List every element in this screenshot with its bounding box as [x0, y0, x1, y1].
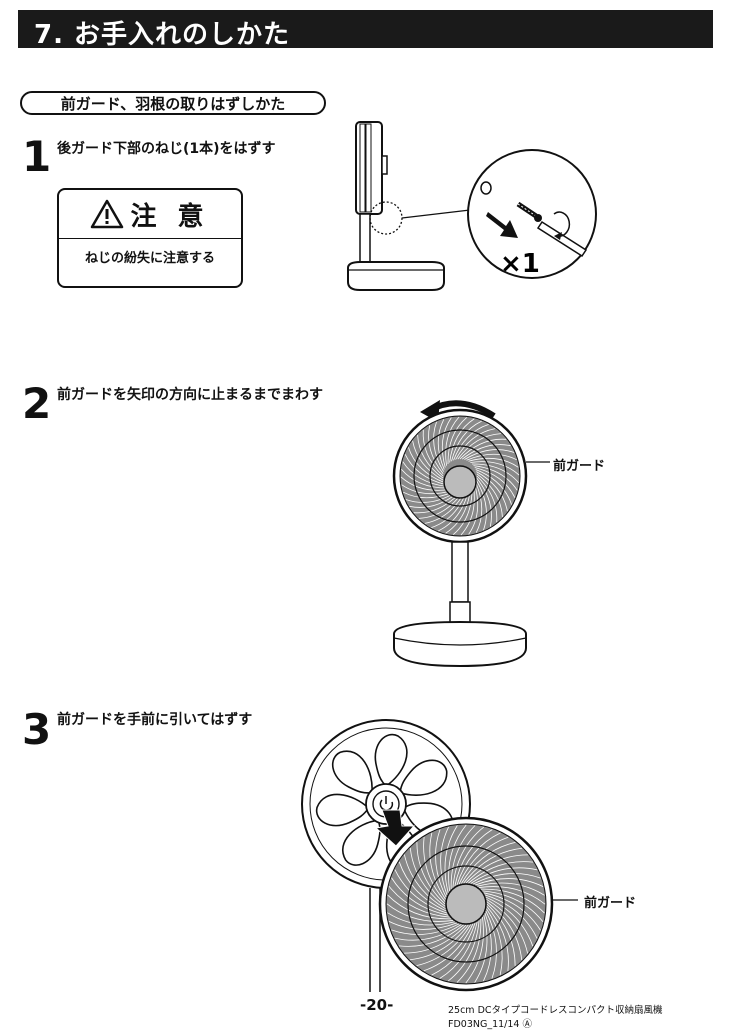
direction-arrow-icon — [486, 212, 518, 238]
model-info: 25cm DCタイプコードレスコンパクト収納扇風機 FD03NG_11/14 Ⓐ — [448, 1005, 663, 1030]
guard-center-cap — [445, 883, 487, 925]
step-1-text: 後ガード下部のねじ(1本)をはずす — [57, 141, 276, 157]
callout-front-guard-2: 前ガード — [553, 459, 606, 474]
fan-base — [347, 261, 445, 291]
step-3-number: 3 — [22, 705, 52, 754]
step-1-number: 1 — [22, 132, 52, 181]
screw-count-label: ×1 — [500, 249, 540, 279]
pull-arrow-icon — [374, 809, 416, 847]
header-bar — [18, 10, 713, 48]
caution-title: 注 意 — [130, 201, 210, 232]
figure-3-remove-guard — [301, 719, 578, 992]
caution-box: 注 意 ねじの紛失に注意する — [57, 188, 243, 288]
fan-base — [393, 620, 527, 668]
figure-1-screw-removal: ×1 — [347, 121, 597, 291]
warning-icon — [91, 199, 124, 229]
caution-text: ねじの紛失に注意する — [84, 251, 215, 266]
step-3-text: 前ガードを手前に引いてはずす — [57, 712, 253, 728]
rotation-arrow-icon — [553, 211, 571, 237]
callout-front-guard-3: 前ガード — [584, 896, 637, 911]
step-2-number: 2 — [22, 379, 52, 428]
page-number: -20- — [360, 996, 394, 1014]
step-2-text: 前ガードを矢印の方向に止まるまでまわす — [57, 387, 323, 403]
guard-center-cap — [443, 465, 477, 499]
fan-pole — [451, 541, 469, 603]
section-title: 前ガード、羽根の取りはずしかた — [20, 91, 326, 115]
screwdriver-icon — [536, 220, 588, 258]
caution-divider — [59, 238, 241, 239]
page-title: 7. お手入れのしかた — [34, 20, 291, 50]
figure-2-rotate-guard — [392, 400, 550, 668]
screw-icon — [516, 201, 542, 222]
fan-pole — [359, 213, 371, 269]
